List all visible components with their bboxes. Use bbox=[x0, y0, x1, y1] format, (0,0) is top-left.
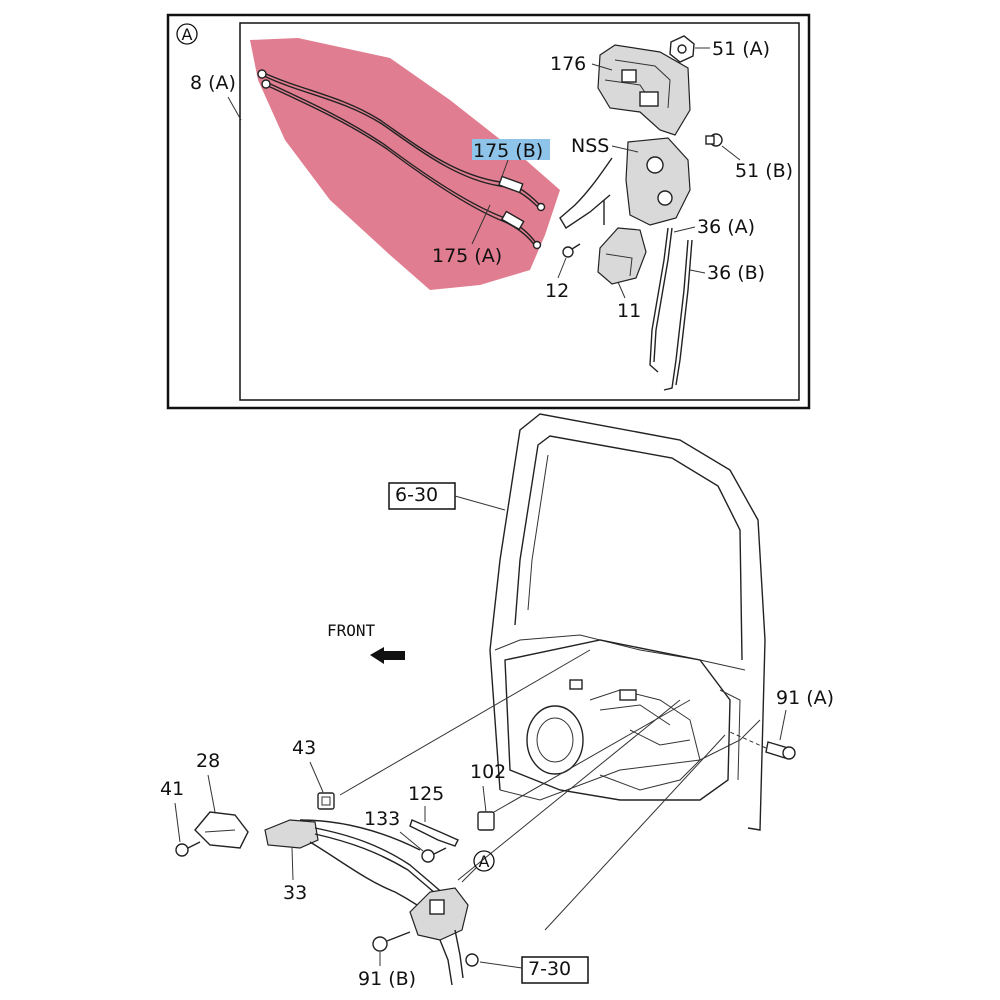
leader-nss bbox=[611, 145, 639, 153]
box-7-30 bbox=[521, 956, 589, 984]
label-28: 28 bbox=[196, 750, 220, 772]
part-51a-clip bbox=[669, 35, 695, 63]
leader-41 bbox=[174, 802, 181, 843]
door-frame-inner bbox=[514, 435, 743, 661]
label-43: 43 bbox=[292, 737, 316, 759]
leader-176 bbox=[591, 63, 613, 71]
detail-panel: A 8 (A) 175 (B) 175 (A) bbox=[166, 13, 811, 410]
label-91a: 91 (A) bbox=[776, 687, 834, 709]
detail-marker-circle bbox=[176, 23, 198, 45]
leader-33 bbox=[291, 847, 294, 881]
leader-8a bbox=[227, 96, 242, 121]
part-51b-bolt bbox=[705, 133, 723, 147]
part-28-handle bbox=[194, 811, 249, 849]
leader-175b bbox=[499, 159, 509, 183]
label-front: FRONT bbox=[327, 621, 376, 640]
label-36b: 36 (B) bbox=[707, 262, 765, 284]
label-175b: 175 (B) bbox=[473, 140, 543, 162]
part-12-screw bbox=[562, 243, 581, 258]
leader-43 bbox=[309, 761, 324, 793]
front-arrow-icon bbox=[370, 647, 405, 664]
part-125-bracket bbox=[409, 819, 459, 847]
label-51a: 51 (A) bbox=[712, 38, 770, 60]
part-11-cover bbox=[597, 227, 647, 285]
leader-12 bbox=[557, 257, 567, 279]
label-12: 12 bbox=[545, 280, 569, 302]
label-125: 125 bbox=[408, 783, 444, 805]
part-41-screw bbox=[175, 841, 201, 857]
label-nss: NSS bbox=[571, 135, 609, 157]
highlight-region bbox=[250, 38, 560, 290]
detail-outer-frame bbox=[166, 13, 811, 410]
lower-latch-assembly bbox=[409, 887, 479, 986]
leader-133 bbox=[399, 831, 424, 852]
label-8a: 8 (A) bbox=[190, 72, 236, 94]
main-marker-circle bbox=[473, 850, 495, 872]
label-33: 33 bbox=[283, 882, 307, 904]
cable-175 bbox=[257, 69, 546, 250]
door-frame-outer bbox=[489, 413, 766, 831]
leader-102 bbox=[482, 785, 487, 813]
leader-36a bbox=[673, 226, 696, 233]
label-91b: 91 (B) bbox=[358, 968, 416, 990]
main-marker-letter: A bbox=[479, 852, 490, 871]
detail-marker-letter: A bbox=[182, 25, 193, 44]
part-nss-latch bbox=[559, 137, 691, 229]
leader-36b bbox=[689, 269, 706, 274]
part-91b-bolt bbox=[372, 931, 411, 952]
label-175b-highlight bbox=[472, 139, 550, 160]
leader-7-30 bbox=[479, 961, 523, 969]
door-inner-panel bbox=[504, 639, 731, 801]
label-175a: 175 (A) bbox=[432, 245, 502, 267]
part-102-clip bbox=[477, 811, 495, 831]
leader-91a bbox=[779, 709, 787, 741]
speaker-opening bbox=[526, 705, 584, 775]
label-6-30: 6-30 bbox=[395, 484, 438, 506]
door-assembly bbox=[489, 413, 766, 831]
leader-28 bbox=[207, 774, 216, 813]
part-43-bushing bbox=[317, 792, 335, 810]
part-36-rods bbox=[649, 227, 693, 391]
label-36a: 36 (A) bbox=[697, 216, 755, 238]
leader-6-30 bbox=[454, 495, 506, 511]
part-176-actuator bbox=[597, 44, 691, 136]
label-51b: 51 (B) bbox=[735, 160, 793, 182]
label-176: 176 bbox=[550, 53, 586, 75]
label-133: 133 bbox=[364, 808, 400, 830]
leader-11 bbox=[617, 281, 626, 299]
leader-51b bbox=[721, 145, 741, 161]
part-91a-bolt bbox=[765, 741, 796, 760]
part-133-screw bbox=[421, 847, 447, 863]
detail-inner-frame bbox=[239, 22, 800, 401]
label-7-30: 7-30 bbox=[528, 958, 571, 980]
label-102: 102 bbox=[470, 761, 506, 783]
leader-175a bbox=[471, 204, 491, 245]
label-11: 11 bbox=[617, 300, 641, 322]
label-41: 41 bbox=[160, 778, 184, 800]
